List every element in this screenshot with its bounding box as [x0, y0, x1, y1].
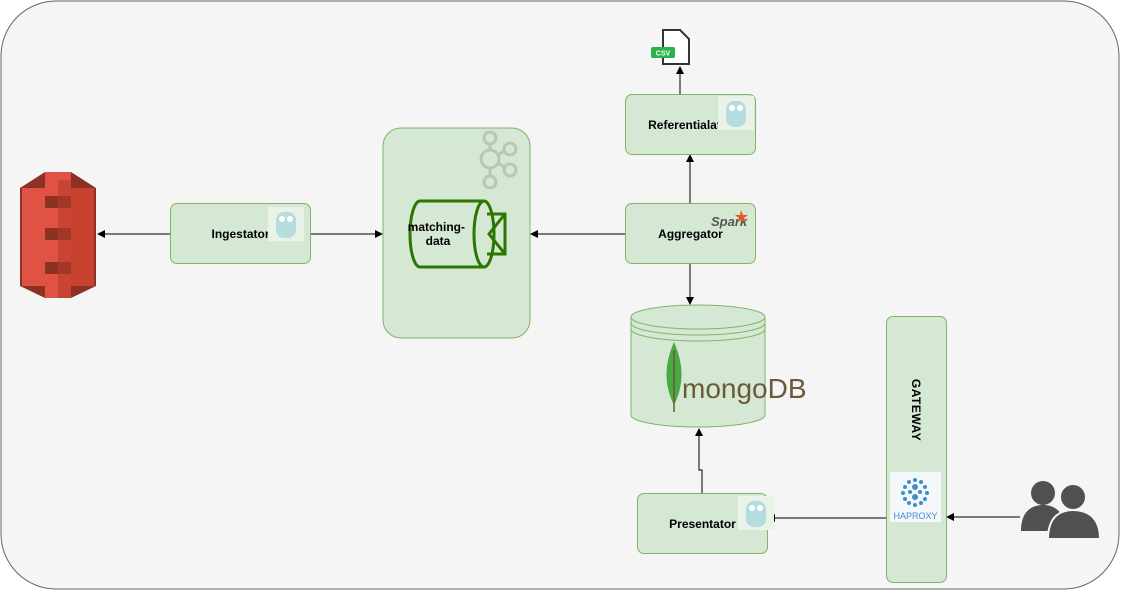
spark-logo: Spark: [710, 208, 750, 232]
s3-bucket-icon: [20, 172, 96, 298]
mongodb-wordmark: mongoDB: [682, 373, 807, 404]
gateway-node[interactable]: [886, 316, 947, 583]
matching-data-label: matching- data: [408, 220, 469, 248]
presentator-to-mongodb-arrow: [695, 428, 703, 493]
csv-badge-text: CSV: [656, 51, 671, 58]
gopher-icon: [738, 496, 774, 530]
gopher-icon: [268, 207, 304, 241]
csv-file-icon: CSV: [651, 29, 690, 65]
gateway-label-wrap: GATEWAY: [886, 360, 946, 460]
mongodb-database: [630, 304, 766, 428]
mongodb-logo: mongoDB: [666, 342, 807, 412]
haproxy-logo: HAPROXY: [890, 472, 941, 522]
gateway-label: GATEWAY: [909, 378, 923, 442]
users-icon: [1021, 481, 1102, 540]
matching-data-topic: [408, 199, 507, 269]
presentator-label: Presentator: [669, 516, 736, 531]
haproxy-wordmark: HAPROXY: [893, 511, 937, 521]
gopher-icon: [718, 96, 754, 130]
ingestator-label: Ingestator: [211, 226, 270, 241]
kafka-icon: [479, 130, 518, 190]
